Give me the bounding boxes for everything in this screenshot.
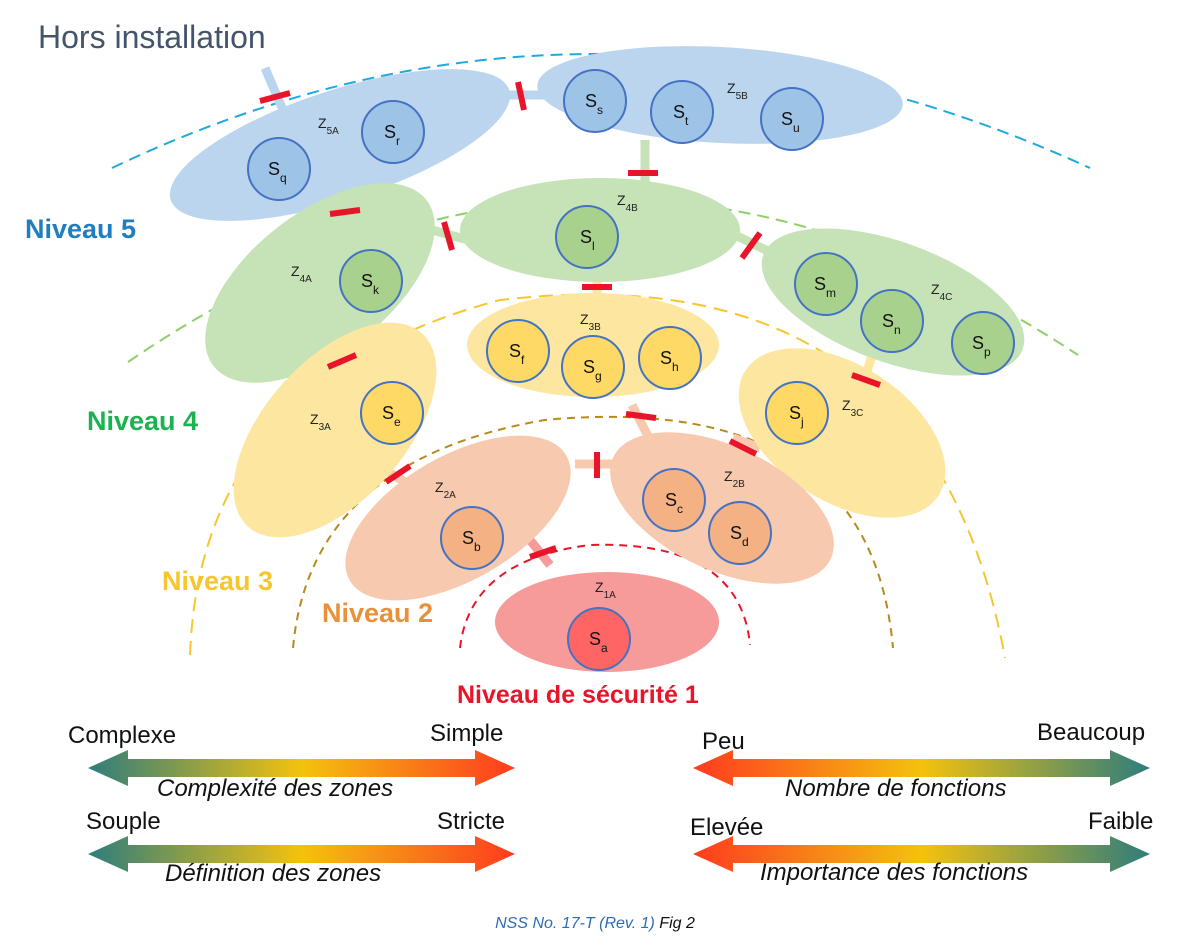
system-label-t: St (673, 102, 689, 128)
system-k (339, 249, 403, 313)
system-n (860, 289, 924, 353)
system-label-e: Se (382, 403, 401, 429)
system-label-h: Sh (660, 348, 679, 374)
scale-labels: Complexe Simple Complexité des zones Sou… (68, 719, 1153, 887)
system-label-g: Sg (583, 357, 602, 383)
level-5-label: Niveau 5 (25, 214, 136, 244)
zone-label-2a: Z2A (435, 479, 456, 501)
system-h (638, 326, 702, 390)
page-title: Hors installation (38, 19, 266, 55)
system-r (361, 100, 425, 164)
functions-importance-left-label: Elevée (690, 814, 763, 841)
figure-caption: NSS No. 17-T (Rev. 1) Fig 2 (495, 915, 695, 932)
system-b (440, 506, 504, 570)
system-label-m: Sm (814, 274, 836, 300)
functions-count-caption: Nombre de fonctions (785, 775, 1006, 802)
definition-caption: Définition des zones (165, 860, 381, 887)
barriers (259, 81, 882, 560)
system-label-c: Sc (665, 490, 683, 516)
system-t (650, 80, 714, 144)
zone-label-5b: Z5B (727, 80, 748, 102)
complexity-caption: Complexité des zones (157, 775, 393, 802)
system-label-f: Sf (509, 341, 525, 367)
system-label-k: Sk (361, 271, 380, 297)
zone-4a (205, 183, 435, 383)
arrow-definition (88, 836, 515, 872)
zone-label-4b: Z4B (617, 192, 638, 214)
arrow-functions-importance (693, 836, 1150, 872)
system-label-j: Sj (789, 403, 804, 429)
zone-3a (233, 322, 437, 538)
zone-labels: Z5A Z5B Z4A Z4B Z4C Z3B Z3A Z3C Z2A Z2B … (291, 80, 952, 601)
zone-label-4c: Z4C (931, 281, 952, 303)
systems (247, 69, 1015, 671)
system-label-n: Sn (882, 311, 901, 337)
system-f (486, 319, 550, 383)
system-q (247, 137, 311, 201)
complexity-left-label: Complexe (68, 722, 176, 749)
system-s (563, 69, 627, 133)
system-labels: Sq Sr Ss St Su Sk Sl Sm Sn Sp Sf Sg Sh S… (268, 91, 991, 655)
system-a (567, 607, 631, 671)
system-m (794, 252, 858, 316)
system-u (760, 87, 824, 151)
scale-arrows (88, 750, 1150, 872)
definition-left-label: Souple (86, 808, 161, 835)
system-l (555, 205, 619, 269)
system-d (708, 501, 772, 565)
system-p (951, 311, 1015, 375)
definition-right-label: Stricte (437, 808, 505, 835)
zone-label-1a: Z1A (595, 579, 616, 601)
arrow-functions-count (693, 750, 1150, 786)
system-label-p: Sp (972, 333, 991, 359)
system-label-l: Sl (580, 227, 595, 253)
level-labels: Niveau 5 Niveau 4 Niveau 3 Niveau 2 Nive… (25, 214, 699, 709)
zone-label-3b: Z3B (580, 311, 601, 333)
boundary-level-2 (292, 415, 894, 649)
level-1-label: Niveau de sécurité 1 (457, 681, 699, 709)
complexity-right-label: Simple (430, 720, 503, 747)
system-c (642, 468, 706, 532)
system-label-b: Sb (462, 528, 481, 554)
functions-count-left-label: Peu (702, 728, 745, 755)
system-label-r: Sr (384, 122, 400, 148)
level-3-label: Niveau 3 (162, 566, 273, 596)
level-4-label: Niveau 4 (87, 406, 198, 436)
system-j (765, 381, 829, 445)
zone-label-3c: Z3C (842, 397, 863, 419)
system-label-a: Sa (589, 629, 608, 655)
system-label-s: Ss (585, 91, 603, 117)
zone-label-5a: Z5A (318, 115, 339, 137)
system-e (360, 381, 424, 445)
arrow-complexity (88, 750, 515, 786)
zone-label-4a: Z4A (291, 263, 312, 285)
system-label-d: Sd (730, 523, 749, 549)
system-g (561, 335, 625, 399)
functions-importance-caption: Importance des fonctions (760, 859, 1028, 886)
level-2-label: Niveau 2 (322, 598, 433, 628)
functions-count-right-label: Beaucoup (1037, 719, 1145, 746)
functions-importance-right-label: Faible (1088, 808, 1153, 835)
zone-label-2b: Z2B (724, 468, 745, 490)
boundary-level-1 (459, 543, 751, 649)
zone-label-3a: Z3A (310, 411, 331, 433)
system-label-q: Sq (268, 159, 287, 185)
system-label-u: Su (781, 109, 800, 135)
